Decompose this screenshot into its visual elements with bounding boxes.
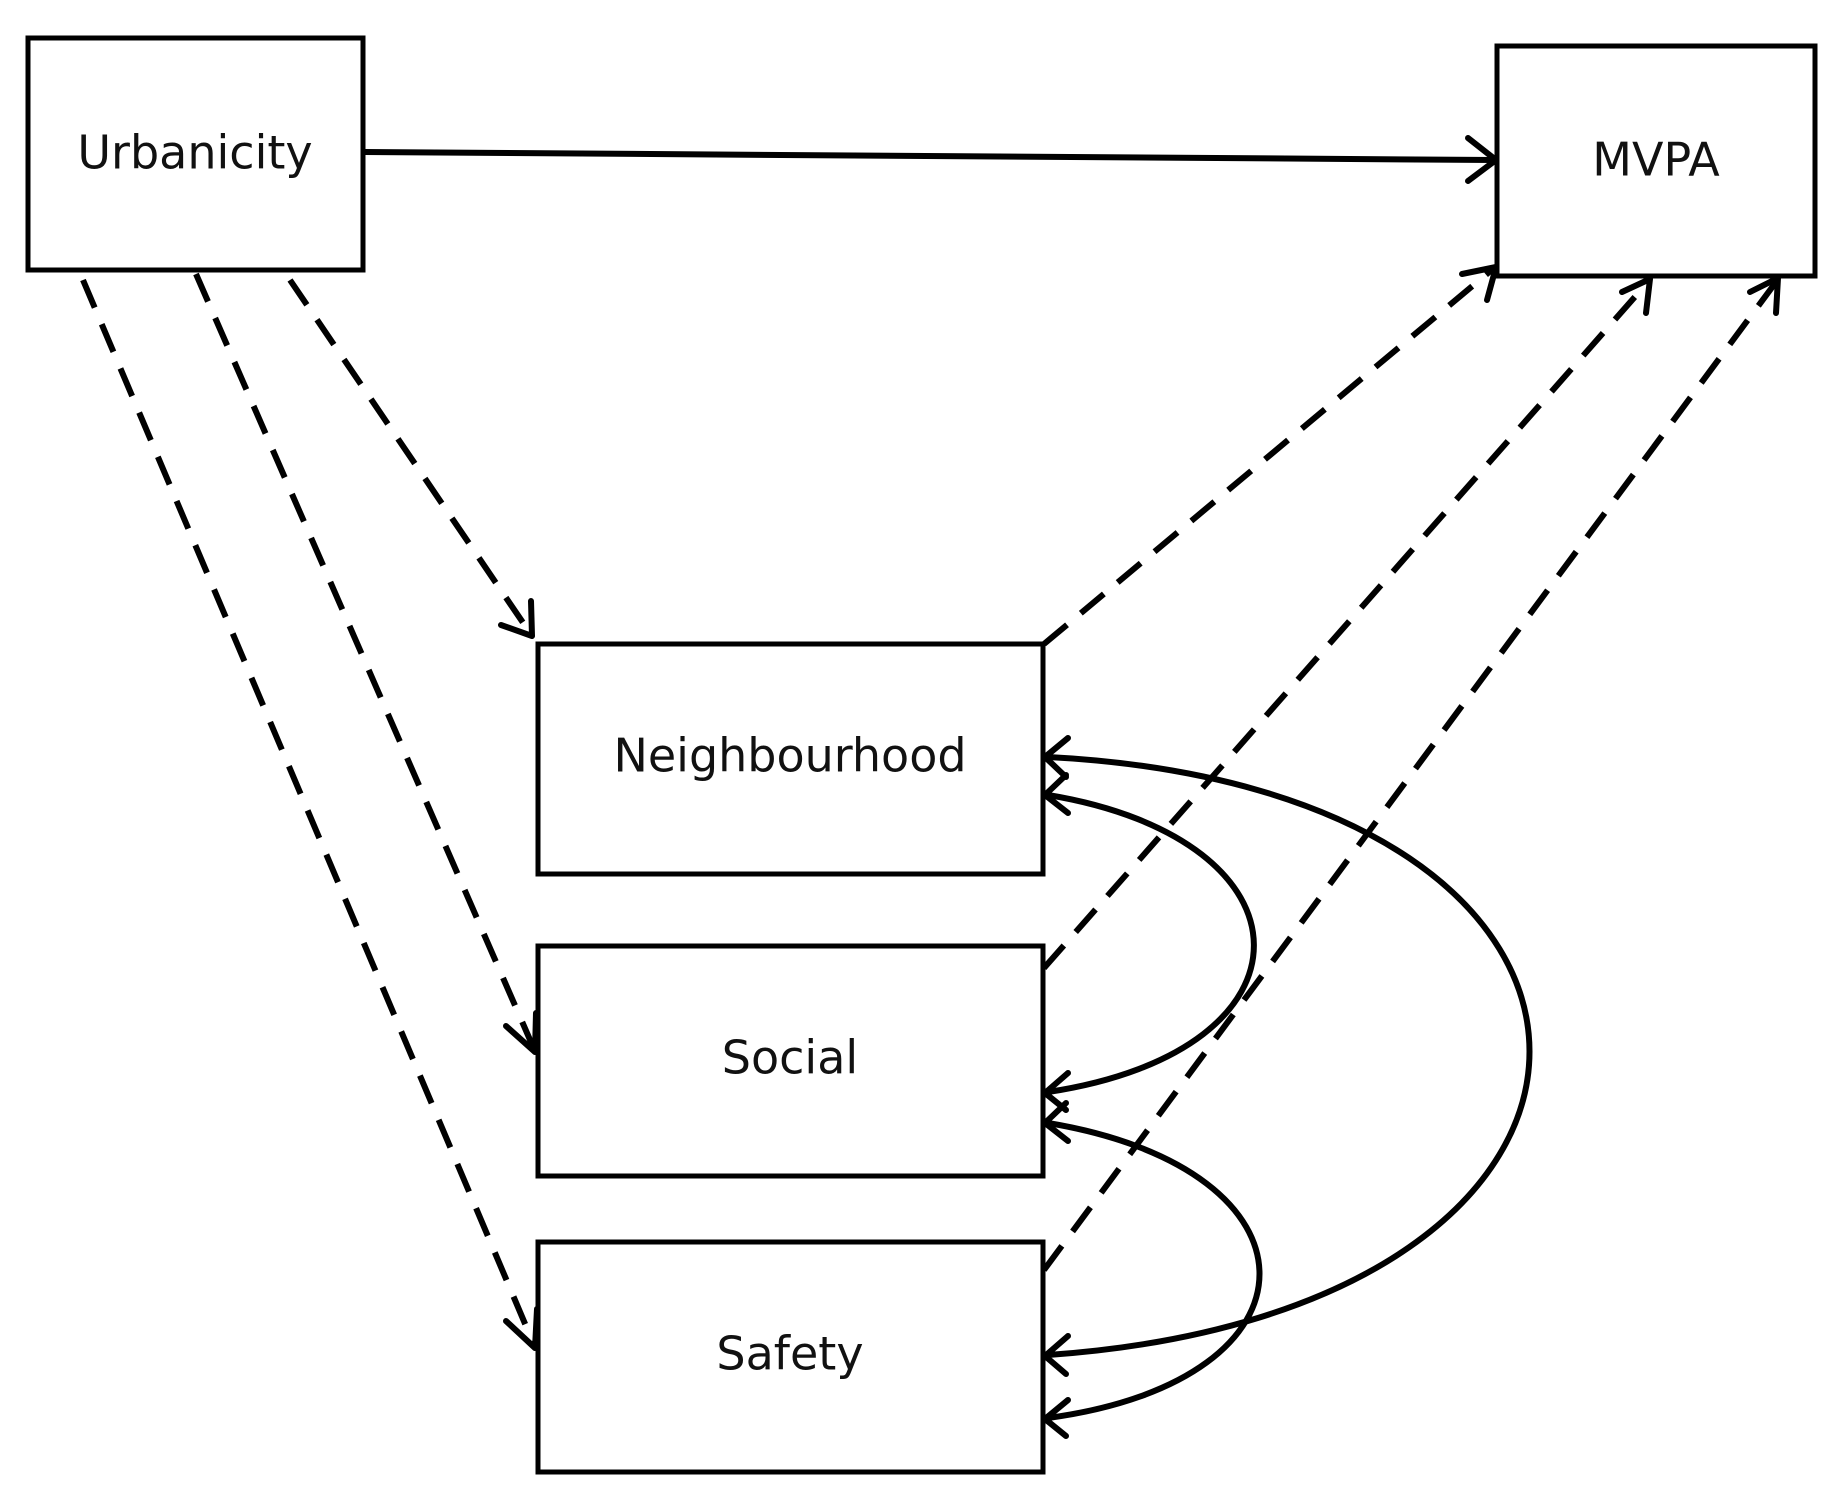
- label-mvpa: MVPA: [1592, 133, 1720, 187]
- arrowhead-mvpa-bottom-2: [1619, 276, 1653, 316]
- arrow-urbanicity-neighbourhood: [287, 278, 533, 635]
- label-neighbourhood: Neighbourhood: [613, 729, 966, 783]
- label-urbanicity: Urbanicity: [77, 126, 312, 180]
- curve-neighbourhood-safety: [1047, 754, 1533, 1358]
- arrow-urbanicity-mvpa: [364, 149, 1495, 163]
- arrowhead-neighbourhood: [498, 598, 535, 639]
- label-safety: Safety: [716, 1327, 863, 1381]
- arrow-neighbourhood-mvpa: [1042, 265, 1496, 647]
- curve-social-safety: [1047, 1120, 1263, 1421]
- arrow-safety-mvpa: [1041, 280, 1779, 1272]
- node-safety: Safety: [535, 1239, 1046, 1475]
- curve-neighbourhood-social: [1047, 792, 1257, 1095]
- label-social: Social: [722, 1031, 858, 1085]
- node-urbanicity: Urbanicity: [25, 35, 366, 273]
- node-social: Social: [535, 943, 1046, 1179]
- arrow-urbanicity-social: [193, 272, 537, 1051]
- arrow-urbanicity-safety: [80, 278, 537, 1347]
- node-neighbourhood: Neighbourhood: [535, 641, 1046, 877]
- arrow-social-mvpa: [1041, 280, 1651, 970]
- arrowhead-social-left: [503, 1010, 539, 1055]
- node-mvpa: MVPA: [1494, 43, 1818, 279]
